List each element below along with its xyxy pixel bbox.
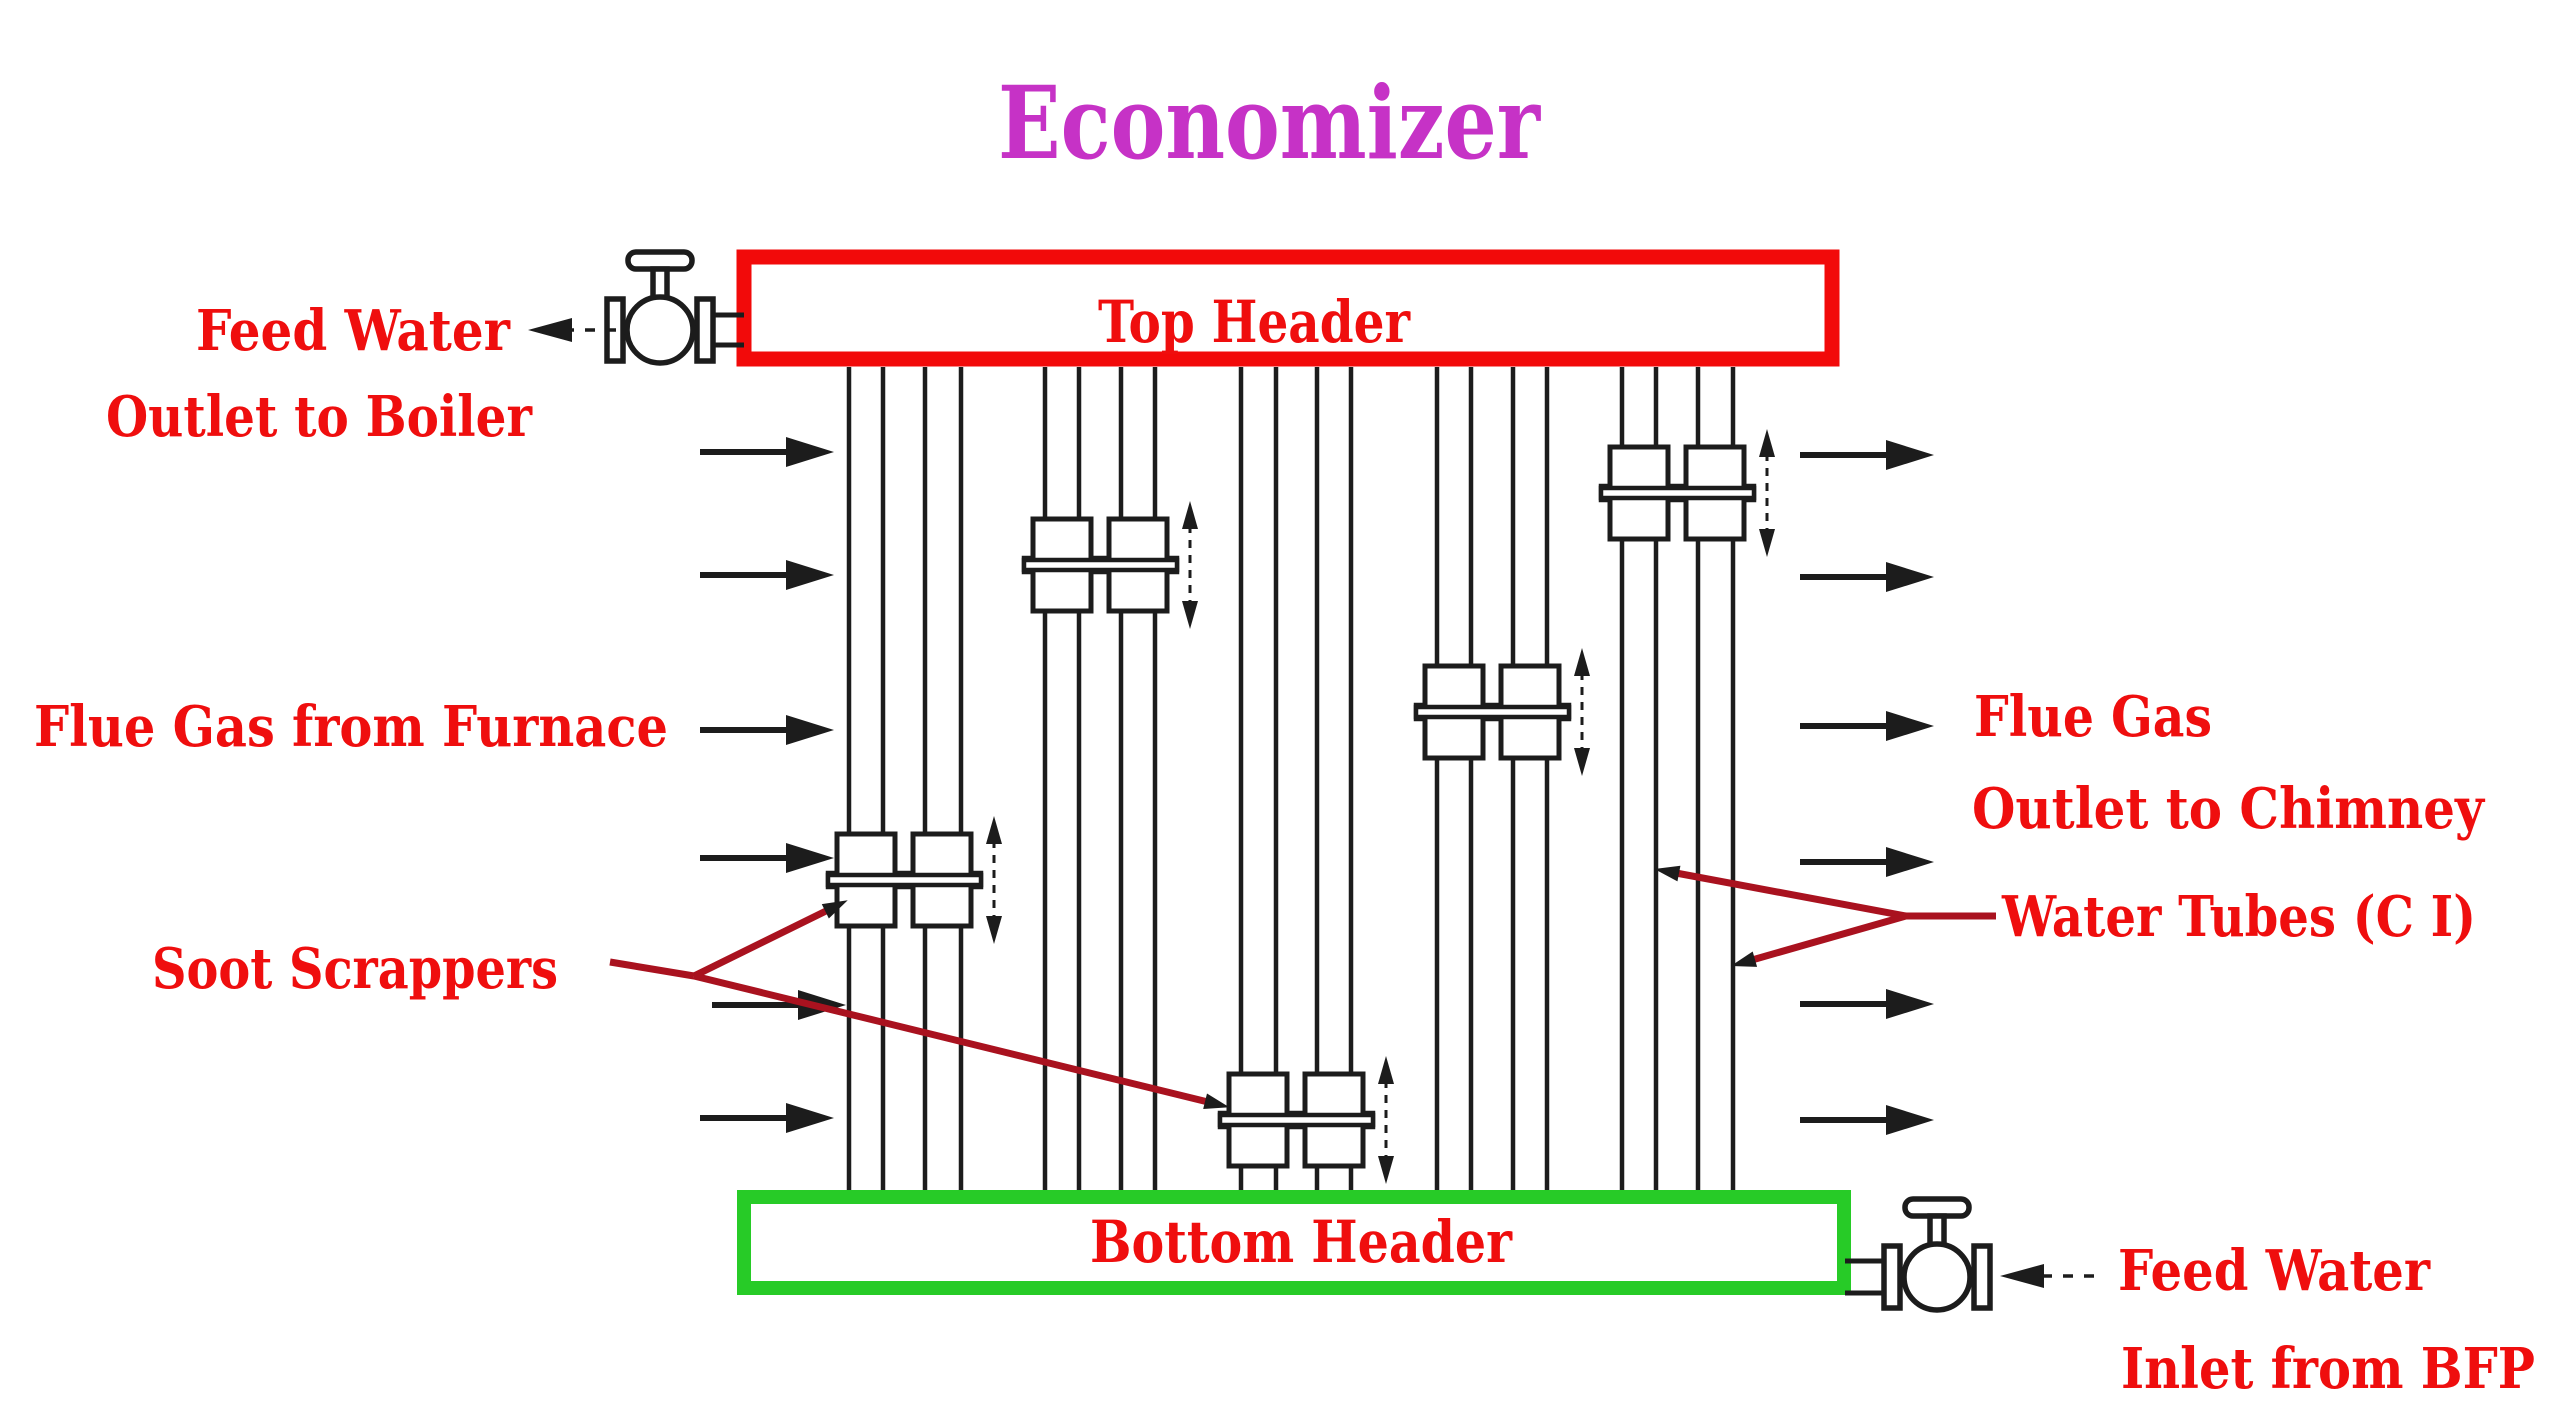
bottom-header-box: Bottom Header — [737, 1190, 1851, 1295]
page-title: Economizer — [998, 64, 1541, 182]
flue-gas-arrow-right-2 — [1800, 562, 1934, 592]
flue-gas-arrow-left-2 — [700, 560, 834, 590]
soot-scraper-group-5 — [1601, 429, 1775, 557]
water-tube-bank — [846, 367, 1736, 1190]
top-header-box: Top Header — [736, 249, 1840, 367]
flue-gas-outlet-label-line1: Flue Gas — [1974, 684, 2212, 750]
flue-gas-arrow-left-1 — [700, 437, 834, 467]
soot-scrappers-label: Soot Scrappers — [152, 936, 558, 1002]
feed-water-outlet-label-line1: Feed Water — [196, 298, 511, 364]
flue-gas-arrow-right-5 — [1800, 989, 1934, 1019]
flue-gas-arrow-right-6 — [1800, 1105, 1934, 1135]
top-header-label: Top Header — [1098, 288, 1411, 356]
flue-gas-inlet-label: Flue Gas from Furnace — [34, 694, 668, 760]
flue-gas-arrow-left-3 — [700, 715, 834, 745]
feed-water-outlet-label-line2: Outlet to Boiler — [106, 384, 533, 450]
soot-scraper-group-3 — [1220, 1056, 1394, 1184]
feed-water-inlet-label-line2: Inlet from BFP — [2121, 1336, 2535, 1402]
soot-scraper-group-4 — [1416, 648, 1590, 776]
flue-gas-outlet-arrows — [1800, 440, 1934, 1135]
bottom-header-rect — [737, 1190, 1851, 1295]
water-tubes-label: Water Tubes (C I) — [2001, 884, 2476, 950]
flue-gas-outlet-label-line2: Outlet to Chimney — [1972, 776, 2485, 842]
soot-scrappers-pointer-lines — [609, 900, 1230, 1110]
top-header-rect — [736, 249, 1840, 367]
feed-water-inlet-assembly — [1845, 1199, 2094, 1310]
flue-gas-arrow-right-4 — [1800, 847, 1934, 877]
inlet-valve-icon — [1884, 1199, 1990, 1310]
outlet-valve-icon — [607, 252, 713, 363]
flue-gas-arrow-left-4 — [700, 843, 834, 873]
feed-water-inlet-label-line1: Feed Water — [2118, 1238, 2431, 1304]
bottom-header-label: Bottom Header — [1090, 1208, 1513, 1276]
feed-water-outlet-assembly — [528, 252, 744, 363]
flue-gas-arrow-left-6 — [700, 1103, 834, 1133]
soot-scraper-group-1 — [828, 816, 1002, 944]
flue-gas-inlet-arrows — [700, 437, 846, 1133]
soot-scraper-group-2 — [1024, 501, 1198, 629]
flue-gas-arrow-right-3 — [1800, 711, 1934, 741]
text-labels: Feed Water Outlet to Boiler Flue Gas fro… — [34, 298, 2535, 1402]
water-tubes-pointer-lines — [1654, 865, 1996, 967]
flue-gas-arrow-right-1 — [1800, 440, 1934, 470]
